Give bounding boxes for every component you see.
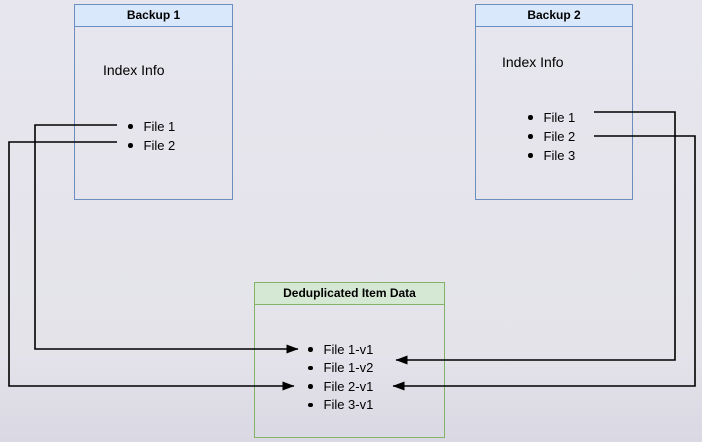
bullet-icon <box>128 143 133 148</box>
backup2-box: Backup 2 Index Info File 1 File 2 File 3 <box>475 4 633 200</box>
list-item: File 3-v1 <box>308 396 373 415</box>
dedup-file2-v1-label: File 2-v1 <box>323 378 374 394</box>
bullet-icon <box>308 402 313 407</box>
bullet-icon <box>308 384 313 389</box>
bullet-icon <box>528 153 533 158</box>
backup2-file2-label: File 2 <box>543 129 576 144</box>
backup1-file2-label: File 2 <box>143 138 176 153</box>
backup1-box: Backup 1 Index Info File 1 File 2 <box>74 4 233 200</box>
dedup-title: Deduplicated Item Data <box>255 283 444 305</box>
list-item: File 2-v1 <box>308 377 373 396</box>
dedup-box: Deduplicated Item Data File 1-v1 File 1-… <box>254 282 445 438</box>
list-item: File 1-v1 <box>308 340 373 359</box>
backup2-file3-label: File 3 <box>543 148 576 163</box>
backup1-file1-label: File 1 <box>143 119 176 134</box>
dedup-file1-v1-label: File 1-v1 <box>323 341 374 357</box>
list-item: File 1 <box>128 117 175 136</box>
backup2-file1-label: File 1 <box>543 110 576 125</box>
bullet-icon <box>308 365 313 370</box>
backup2-title: Backup 2 <box>476 5 632 27</box>
bullet-icon <box>128 124 133 129</box>
bullet-icon <box>308 347 313 352</box>
backup1-file-list: File 1 File 2 <box>128 117 175 155</box>
backup1-title: Backup 1 <box>75 5 232 27</box>
list-item: File 1 <box>528 108 575 127</box>
dedup-file3-v1-label: File 3-v1 <box>323 397 374 413</box>
dedup-file1-v2-label: File 1-v2 <box>323 360 374 376</box>
list-item: File 3 <box>528 146 575 165</box>
list-item: File 1-v2 <box>308 359 373 378</box>
dedup-item-list: File 1-v1 File 1-v2 File 2-v1 File 3-v1 <box>308 340 373 414</box>
bullet-icon <box>528 134 533 139</box>
list-item: File 2 <box>128 136 175 155</box>
bullet-icon <box>528 115 533 120</box>
backup2-file-list: File 1 File 2 File 3 <box>528 108 575 165</box>
list-item: File 2 <box>528 127 575 146</box>
backup2-index-info-label: Index Info <box>502 54 564 70</box>
backup1-index-info-label: Index Info <box>103 62 165 78</box>
